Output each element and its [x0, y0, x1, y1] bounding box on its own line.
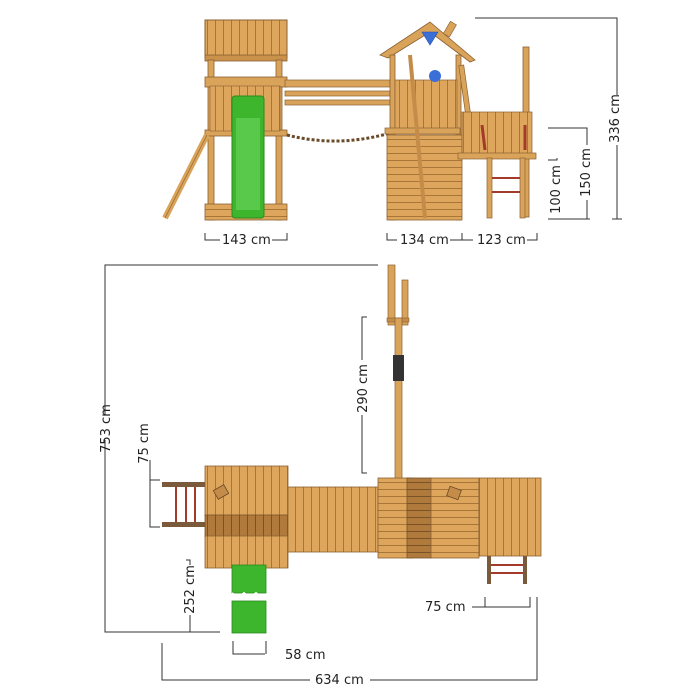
dim-label-tower-width: 143 cm: [222, 233, 271, 248]
dim-label-middle-tower-width: 134 cm: [400, 233, 449, 248]
dim-label-total-width: 634 cm: [315, 673, 364, 688]
swing-beam: [386, 264, 410, 484]
top-view: [104, 264, 542, 681]
right-platform-top: [478, 477, 542, 584]
dim-label-platform-height-high: 150 cm: [578, 148, 594, 197]
dim-label-right-ladder-width: 75 cm: [425, 600, 466, 615]
dim-label-slide-width: 58 cm: [285, 648, 326, 663]
front-dimension-lines: [204, 17, 622, 241]
dim-label-ladder-width: 75 cm: [136, 423, 152, 464]
dim-label-swing-beam-length: 290 cm: [355, 364, 371, 413]
left-tower-top: [204, 465, 289, 569]
middle-tower-top: [377, 477, 480, 559]
dim-label-platform-height-low: 100 cm: [548, 165, 564, 214]
slide-front: [231, 95, 265, 219]
bridge-beams: [284, 79, 391, 143]
dim-label-right-platform-width: 123 cm: [477, 233, 526, 248]
dim-label-total-depth: 753 cm: [98, 404, 114, 453]
front-view: [162, 17, 622, 241]
slide-top: [231, 564, 267, 634]
left-ladder-top: [162, 482, 207, 527]
dim-label-total-height: 336 cm: [607, 94, 623, 143]
dim-label-slide-length: 252 cm: [182, 565, 198, 614]
middle-tower: [379, 20, 476, 221]
left-tower: [162, 19, 288, 221]
top-dimension-lines: [104, 264, 538, 681]
right-platform: [457, 46, 537, 219]
bridge-top: [287, 486, 379, 553]
